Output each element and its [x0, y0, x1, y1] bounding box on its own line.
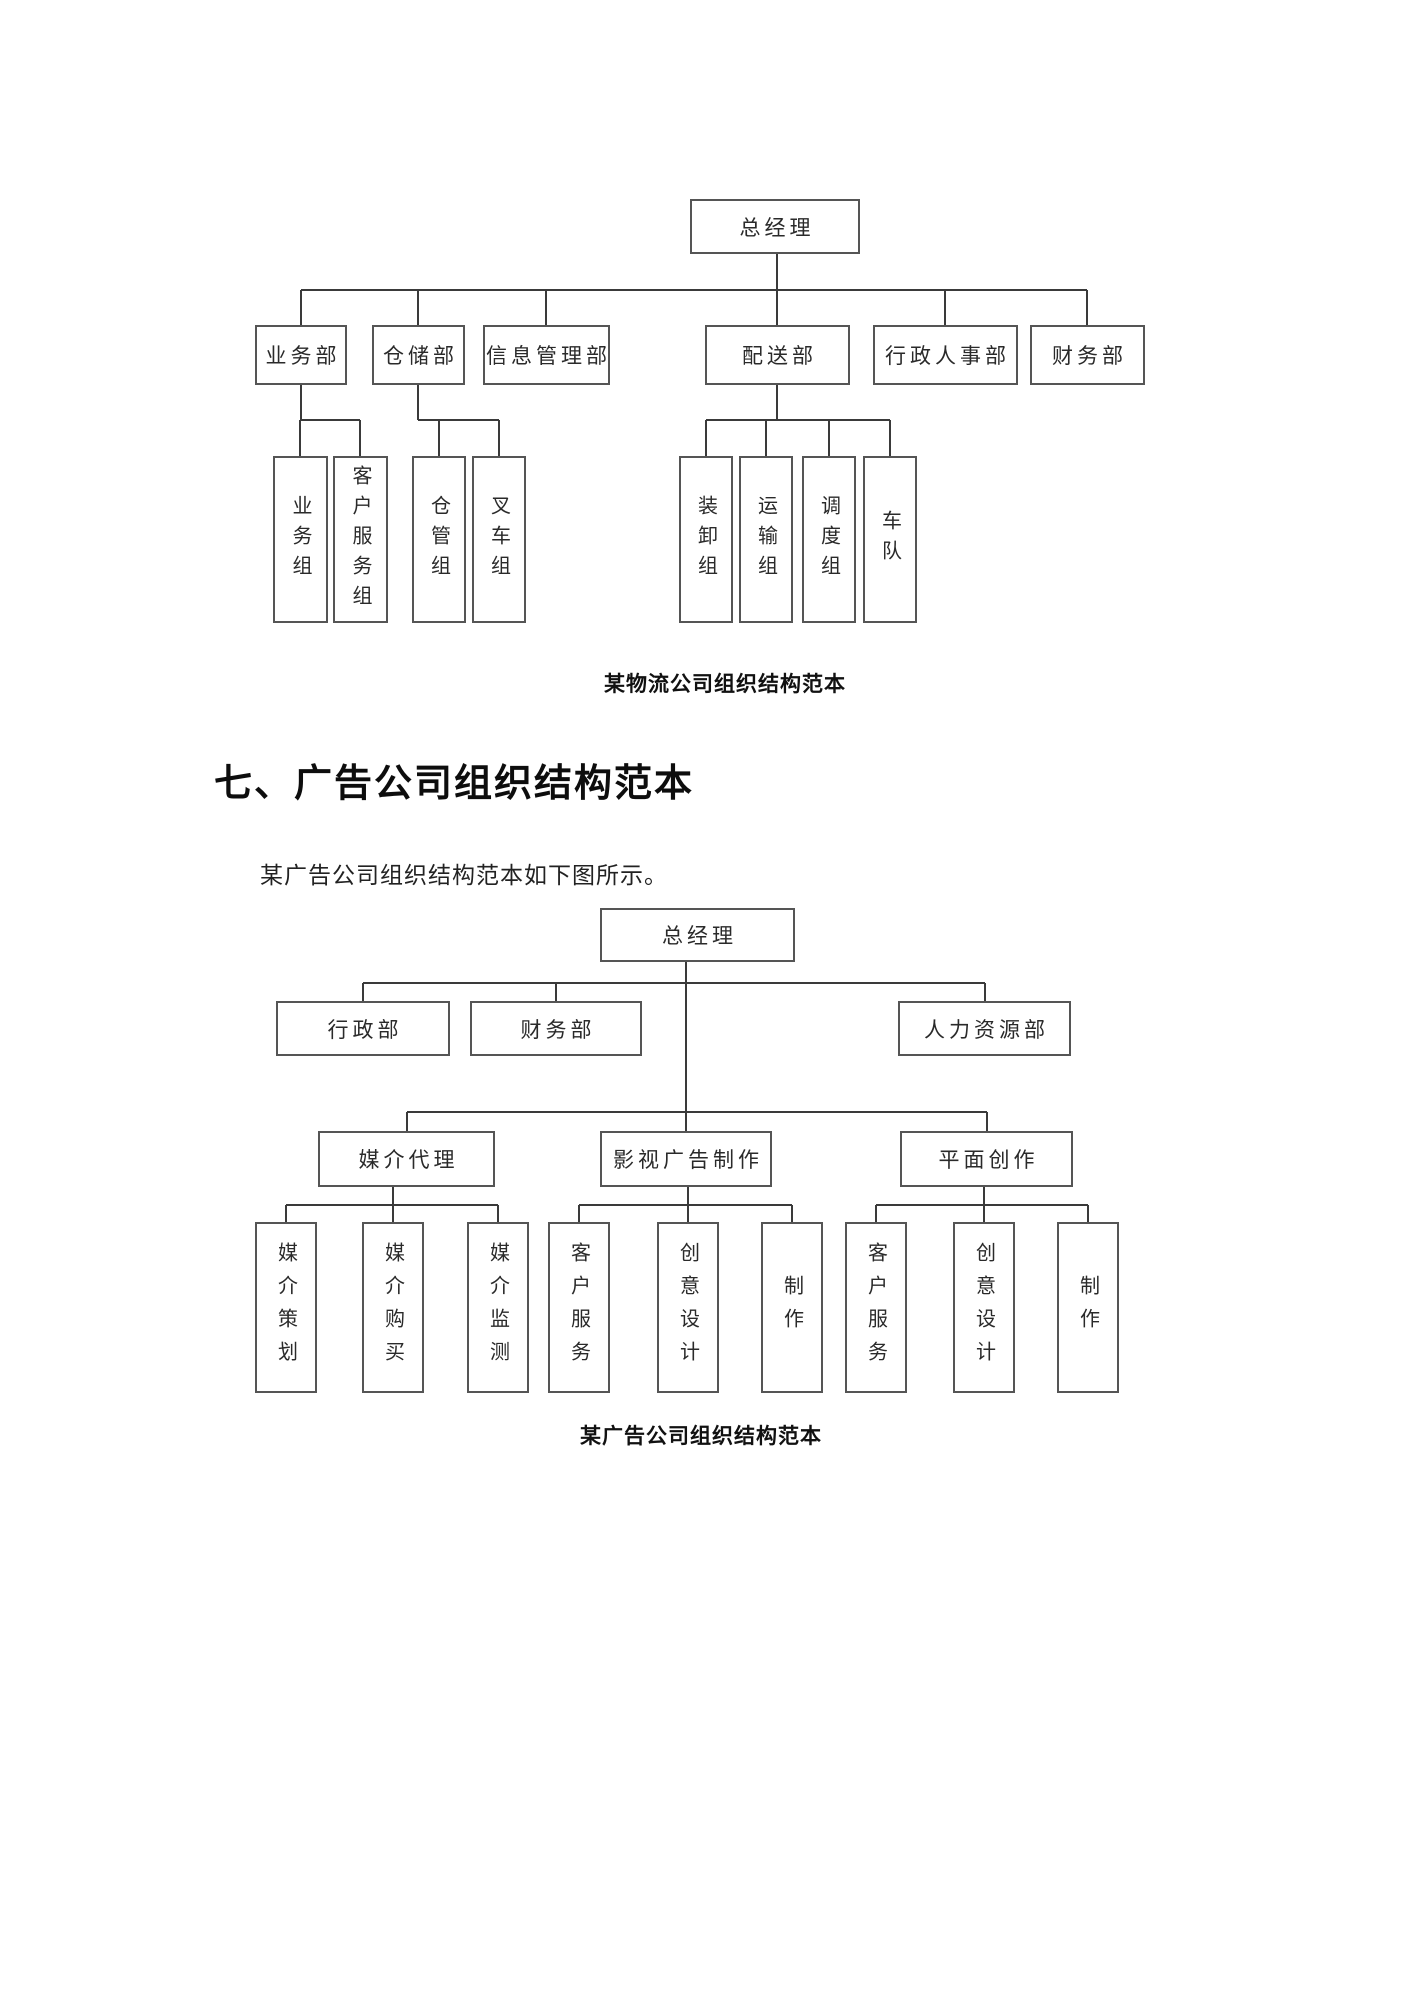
c1-team-forklift: 叉车组: [472, 456, 526, 623]
c1-team-dispatch: 调度组: [802, 456, 856, 623]
c1-team-business: 业务组: [273, 456, 328, 623]
c1-dept-info-management: 信息管理部: [483, 325, 610, 385]
c2-team-media-monitoring: 媒介监测: [467, 1222, 529, 1393]
c2-root-node: 总经理: [600, 908, 795, 962]
c1-dept-finance: 财务部: [1030, 325, 1145, 385]
c2-team-production-graphic: 制作: [1057, 1222, 1119, 1393]
intro-text: 某广告公司组织结构范本如下图所示。: [260, 863, 668, 888]
c1-team-warehouse-keeping: 仓管组: [412, 456, 466, 623]
c1-dept-business: 业务部: [255, 325, 347, 385]
c1-dept-admin-hr: 行政人事部: [873, 325, 1018, 385]
c2-team-media-planning: 媒介策划: [255, 1222, 317, 1393]
c1-dept-warehouse: 仓储部: [372, 325, 465, 385]
c2-team-media-buying: 媒介购买: [362, 1222, 424, 1393]
c2-team-client-service-graphic: 客户服务: [845, 1222, 907, 1393]
section-heading: 七、广告公司组织结构范本: [214, 763, 695, 805]
c2-dept-hr: 人力资源部: [898, 1001, 1071, 1056]
c2-div-graphic-creation: 平面创作: [900, 1131, 1073, 1187]
c1-team-loading: 装卸组: [679, 456, 733, 623]
c2-dept-finance: 财务部: [470, 1001, 642, 1056]
c2-dept-admin: 行政部: [276, 1001, 450, 1056]
c2-team-client-service-video: 客户服务: [548, 1222, 610, 1393]
c1-root-node: 总经理: [690, 199, 860, 254]
chart2-caption: 某广告公司组织结构范本: [580, 1425, 822, 1448]
c1-dept-delivery: 配送部: [705, 325, 850, 385]
c1-team-customer-service: 客户服务组: [333, 456, 388, 623]
c1-team-transport: 运输组: [739, 456, 793, 623]
c2-div-media-agency: 媒介代理: [318, 1131, 495, 1187]
chart1-caption: 某物流公司组织结构范本: [604, 673, 846, 696]
c1-team-fleet: 车队: [863, 456, 917, 623]
c2-div-video-ad-production: 影视广告制作: [600, 1131, 772, 1187]
c2-team-production-video: 制作: [761, 1222, 823, 1393]
c2-team-creative-design-graphic: 创意设计: [953, 1222, 1015, 1393]
c2-team-creative-design-video: 创意设计: [657, 1222, 719, 1393]
